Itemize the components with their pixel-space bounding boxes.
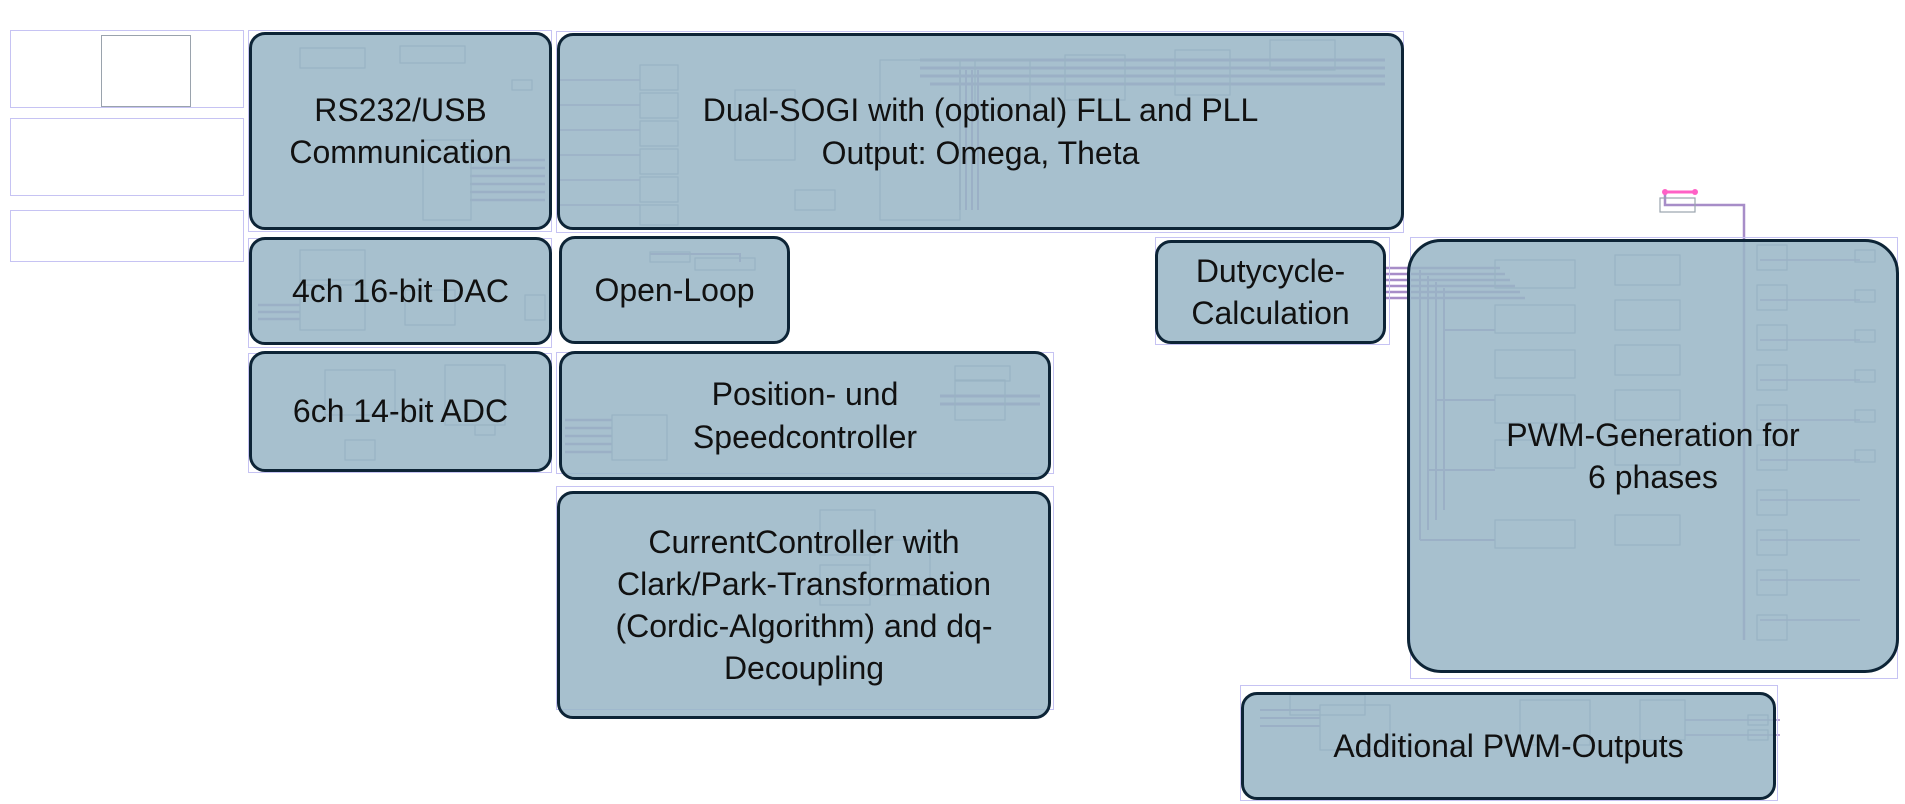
block-rs232-label: RS232/USB Communication bbox=[289, 91, 512, 170]
mini-frame-middle bbox=[10, 118, 244, 196]
block-adc: 6ch 14-bit ADC bbox=[249, 351, 552, 472]
block-additional-pwm-outputs: Additional PWM-Outputs bbox=[1241, 692, 1776, 800]
block-dac-label: 4ch 16-bit DAC bbox=[292, 272, 509, 309]
block-position-label: Position- und Speedcontroller bbox=[692, 376, 918, 455]
block-rs232-usb-communication: RS232/USB Communication bbox=[249, 32, 552, 230]
sheet-frame-additional-pwm bbox=[1240, 685, 1778, 801]
mini-frame-top-inner bbox=[101, 35, 191, 107]
block-pwm-generation-label: PWM-Generation for 6 phases bbox=[1506, 416, 1800, 495]
block-open-loop-label: Open-Loop bbox=[594, 271, 755, 308]
block-position-speed-controller: Position- und Speedcontroller bbox=[559, 351, 1051, 480]
mini-frame-top bbox=[10, 30, 244, 108]
block-additional-pwm-label: Additional PWM-Outputs bbox=[1333, 727, 1684, 764]
block-adc-label: 6ch 14-bit ADC bbox=[292, 393, 509, 430]
block-pwm-generation: PWM-Generation for 6 phases bbox=[1407, 239, 1899, 673]
block-dac: 4ch 16-bit DAC bbox=[249, 237, 552, 345]
mini-frame-bottom bbox=[10, 210, 244, 262]
block-current-controller: CurrentController with Clark/Park-Transf… bbox=[557, 491, 1051, 719]
block-dutycycle-label: Dutycycle- Calculation bbox=[1191, 252, 1350, 331]
block-dual-sogi: Dual-SOGI with (optional) FLL and PLL Ou… bbox=[557, 33, 1404, 230]
block-sogi-label: Dual-SOGI with (optional) FLL and PLL Ou… bbox=[702, 92, 1259, 171]
block-dutycycle-calculation: Dutycycle- Calculation bbox=[1155, 240, 1386, 344]
block-open-loop: Open-Loop bbox=[559, 236, 790, 344]
block-current-label: CurrentController with Clark/Park-Transf… bbox=[615, 523, 993, 687]
